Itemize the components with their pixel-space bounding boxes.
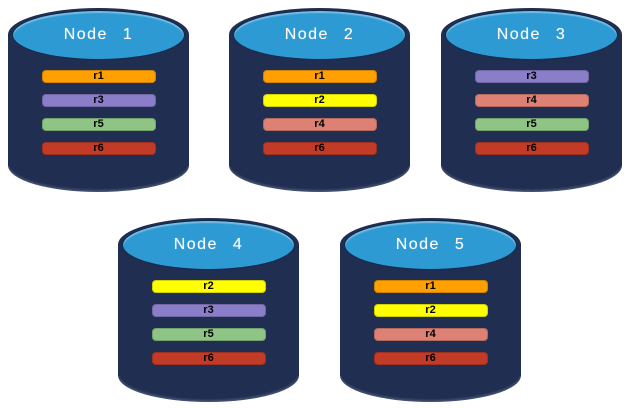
replica-label: r5 (526, 118, 537, 130)
cylinder-lid: Node 1 (12, 10, 185, 60)
replica-bar-r5: r5 (474, 118, 589, 131)
replica-bar-list: r2 r3 r5 r6 (151, 280, 266, 365)
node-label: Node 3 (496, 26, 567, 43)
replica-bar-r4: r4 (262, 118, 377, 131)
replica-label: r1 (425, 280, 436, 292)
database-node: Node 4 r2 r3 r5 r6 (118, 218, 299, 402)
cylinder-lid: Node 5 (344, 220, 517, 270)
node-label: Node 5 (395, 236, 466, 253)
replica-bar-r2: r2 (262, 94, 377, 107)
node-label: Node 4 (173, 236, 244, 253)
replica-bar-r1: r1 (262, 70, 377, 83)
replica-bar-r2: r2 (373, 304, 488, 317)
replica-label: r6 (203, 352, 214, 364)
replica-bar-list: r1 r2 r4 r6 (262, 70, 377, 155)
replica-bar-r5: r5 (41, 118, 156, 131)
replica-label: r4 (526, 94, 537, 106)
replica-label: r1 (93, 70, 104, 82)
replica-label: r6 (425, 352, 436, 364)
node-label: Node 2 (284, 26, 355, 43)
replica-bar-list: r3 r4 r5 r6 (474, 70, 589, 155)
replica-bar-r1: r1 (41, 70, 156, 83)
replica-label: r2 (203, 280, 214, 292)
replica-bar-r4: r4 (474, 94, 589, 107)
replica-label: r4 (425, 328, 436, 340)
cylinder-lid: Node 3 (445, 10, 618, 60)
replica-label: r5 (203, 328, 214, 340)
replica-bar-r3: r3 (151, 304, 266, 317)
replica-bar-r2: r2 (151, 280, 266, 293)
replica-bar-r6: r6 (41, 142, 156, 155)
cylinder-lid: Node 2 (233, 10, 406, 60)
replica-bar-r1: r1 (373, 280, 488, 293)
replica-label: r1 (314, 70, 325, 82)
replica-label: r3 (93, 94, 104, 106)
replica-label: r2 (314, 94, 325, 106)
replica-bar-r6: r6 (474, 142, 589, 155)
node-label: Node 1 (63, 26, 134, 43)
cylinder-lid: Node 4 (122, 220, 295, 270)
replica-bar-r5: r5 (151, 328, 266, 341)
replica-bar-r6: r6 (373, 352, 488, 365)
database-node: Node 3 r3 r4 r5 r6 (441, 8, 622, 192)
replica-bar-r3: r3 (41, 94, 156, 107)
replica-bar-r3: r3 (474, 70, 589, 83)
replica-label: r3 (203, 304, 214, 316)
replica-label: r2 (425, 304, 436, 316)
replica-label: r6 (314, 142, 325, 154)
database-node: Node 2 r1 r2 r4 r6 (229, 8, 410, 192)
replica-label: r3 (526, 70, 537, 82)
database-node: Node 5 r1 r2 r4 r6 (340, 218, 521, 402)
replica-bar-list: r1 r2 r4 r6 (373, 280, 488, 365)
replica-label: r6 (93, 142, 104, 154)
replica-bar-r6: r6 (262, 142, 377, 155)
replica-label: r5 (93, 118, 104, 130)
database-node: Node 1 r1 r3 r5 r6 (8, 8, 189, 192)
replica-bar-r6: r6 (151, 352, 266, 365)
replica-label: r4 (314, 118, 325, 130)
replica-bar-r4: r4 (373, 328, 488, 341)
replica-label: r6 (526, 142, 537, 154)
replica-bar-list: r1 r3 r5 r6 (41, 70, 156, 155)
